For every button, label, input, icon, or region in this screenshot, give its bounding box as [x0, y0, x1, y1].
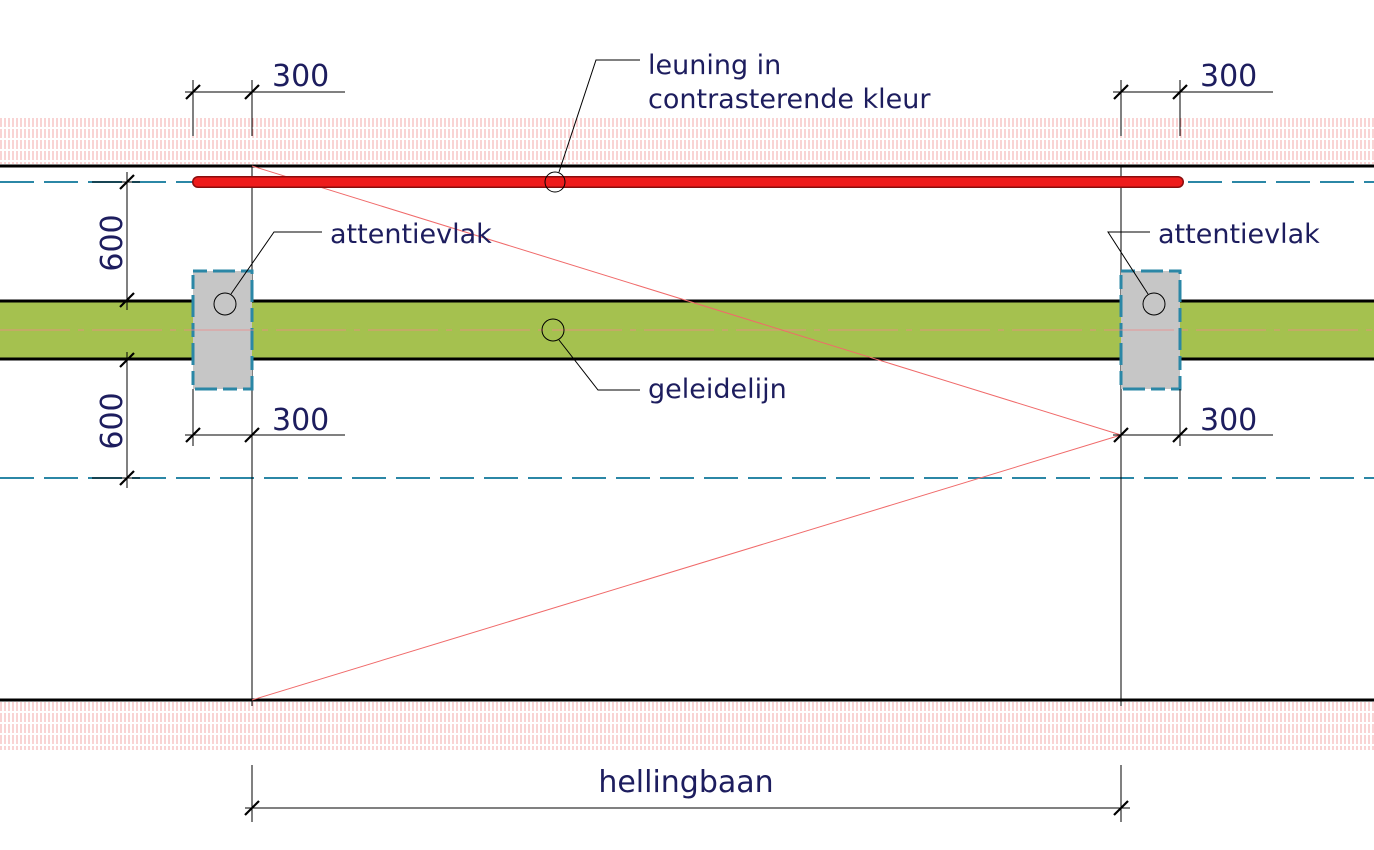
- handrail-label-line2: contrasterende kleur: [648, 84, 931, 115]
- dimension-value: 300: [1200, 59, 1257, 94]
- slope-line-upper: [251, 165, 1122, 436]
- attention-right-label: attentievlak: [1158, 219, 1320, 250]
- dimension-tick: [1172, 427, 1188, 443]
- dimension-tick: [185, 84, 201, 100]
- dimension-top-left: 300: [185, 59, 345, 136]
- attention-right-callout-marker: [1142, 292, 1166, 316]
- guide-label: geleidelijn: [648, 374, 787, 405]
- dimension-middle-right: 300: [1113, 389, 1273, 446]
- dimension-tick: [1113, 427, 1129, 443]
- dimension-value: 300: [272, 59, 329, 94]
- handrail-callout-leader: [558, 59, 640, 173]
- slope-line-lower: [251, 434, 1122, 701]
- attention-left-label: attentievlak: [330, 219, 492, 250]
- dimension-tick: [119, 352, 135, 368]
- dimension-middle-left: 300: [185, 389, 345, 446]
- dimension-tick: [244, 84, 260, 100]
- dimension-tick: [119, 174, 135, 190]
- dimension-value: 600: [95, 214, 130, 271]
- guide-callout-marker: [541, 318, 565, 342]
- dimension-value: 300: [1200, 403, 1257, 438]
- dimension-vertical-bottom: 600: [92, 352, 140, 488]
- attention-left-callout-leader: [230, 231, 322, 295]
- handrail-callout-marker: [544, 171, 566, 193]
- dimension-top-right: 300: [1113, 59, 1273, 136]
- dimension-tick: [185, 427, 201, 443]
- hatch-band-bottom: [0, 702, 1374, 750]
- hatch-band-top: [0, 118, 1374, 164]
- dimension-value: 600: [95, 392, 130, 449]
- attention-right-callout-leader: [1107, 231, 1150, 295]
- dimension-tick: [244, 800, 260, 816]
- dimension-value: 300: [272, 403, 329, 438]
- dimension-tick: [1113, 800, 1129, 816]
- dimension-tick: [244, 427, 260, 443]
- dimension-ramp-length: hellingbaan: [244, 765, 1130, 822]
- attention-left-callout-marker: [213, 292, 237, 316]
- dimension-tick: [119, 470, 135, 486]
- guide-callout-leader: [558, 339, 640, 391]
- dimension-tick: [1113, 84, 1129, 100]
- dimension-tick: [119, 292, 135, 308]
- dimension-tick: [1172, 84, 1188, 100]
- dimension-vertical-top: 600: [92, 172, 140, 310]
- handrail-label-line1: leuning in: [648, 50, 781, 81]
- ramp-label: hellingbaan: [598, 765, 773, 800]
